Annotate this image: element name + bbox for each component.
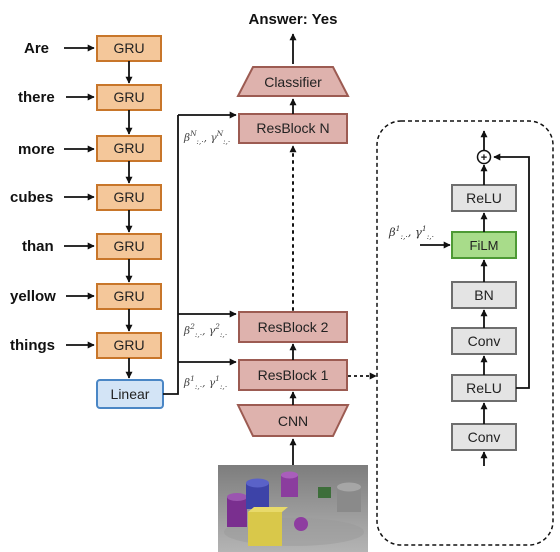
classifier-label: Classifier xyxy=(264,74,322,90)
classifier-block xyxy=(236,66,350,97)
gru-7 xyxy=(96,332,162,359)
word-arrows xyxy=(64,44,95,349)
residual-add-node xyxy=(476,149,492,165)
gru-3-label: GRU xyxy=(113,140,144,156)
resblock-1 xyxy=(238,359,348,391)
film-param-labels: βN:,·, γN:,· β2:,·, γ2:,· β1:,·, γ1:,· xyxy=(183,129,230,391)
gru-3 xyxy=(96,135,162,162)
resblock-2-label: ResBlock 2 xyxy=(258,319,329,335)
resblock-n xyxy=(238,113,348,144)
detail-relu-2-label: ReLU xyxy=(466,190,502,206)
cnn-block xyxy=(236,404,350,437)
input-scene-image xyxy=(218,465,368,552)
film-params-1: β1:,·, γ1:,· xyxy=(183,374,227,391)
detail-conv-2 xyxy=(451,327,517,355)
detail-relu-1 xyxy=(451,374,517,402)
gru-7-label: GRU xyxy=(113,337,144,353)
detail-film-label: FiLM xyxy=(470,238,499,253)
detail-bn xyxy=(451,281,517,309)
word-cubes: cubes xyxy=(10,189,53,206)
resblock-n-label: ResBlock N xyxy=(256,120,329,136)
word-things: things xyxy=(10,337,55,354)
question-words: Are there more cubes than yellow things xyxy=(10,40,56,354)
detail-film-params: β1:,·, γ1:,· xyxy=(388,224,434,241)
film-param-bus xyxy=(163,111,237,395)
resblock-detail-panel xyxy=(376,120,554,546)
word-there: there xyxy=(18,89,55,106)
detail-conv-2-label: Conv xyxy=(468,333,501,349)
cnn-label: CNN xyxy=(278,413,308,429)
gru-1 xyxy=(96,35,162,62)
gru-4 xyxy=(96,184,162,211)
gru-6 xyxy=(96,283,162,310)
gru-5-label: GRU xyxy=(113,238,144,254)
word-yellow: yellow xyxy=(10,288,56,305)
detail-conv-1 xyxy=(451,423,517,451)
detail-conv-1-label: Conv xyxy=(468,429,501,445)
residual-skip-arrow xyxy=(493,153,530,389)
gru-column: GRU GRU GRU GRU GRU GRU GRU xyxy=(96,35,162,359)
film-params-n: βN:,·, γN:,· xyxy=(183,129,230,146)
resblock-2 xyxy=(238,311,348,343)
gru-2-label: GRU xyxy=(113,89,144,105)
word-are: Are xyxy=(24,40,49,57)
detail-bn-label: BN xyxy=(474,287,493,303)
gru-4-label: GRU xyxy=(113,189,144,205)
linear-label: Linear xyxy=(111,386,150,402)
film-params-2: β2:,·, γ2:,· xyxy=(183,322,227,339)
answer-title: Answer: Yes xyxy=(249,11,338,28)
word-more: more xyxy=(18,141,55,158)
gru-1-label: GRU xyxy=(113,40,144,56)
gru-6-label: GRU xyxy=(113,288,144,304)
detail-relu-1-label: ReLU xyxy=(466,380,502,396)
residual-add-symbol: + xyxy=(481,152,487,164)
resblock-1-label: ResBlock 1 xyxy=(258,367,329,383)
word-than: than xyxy=(22,238,54,255)
